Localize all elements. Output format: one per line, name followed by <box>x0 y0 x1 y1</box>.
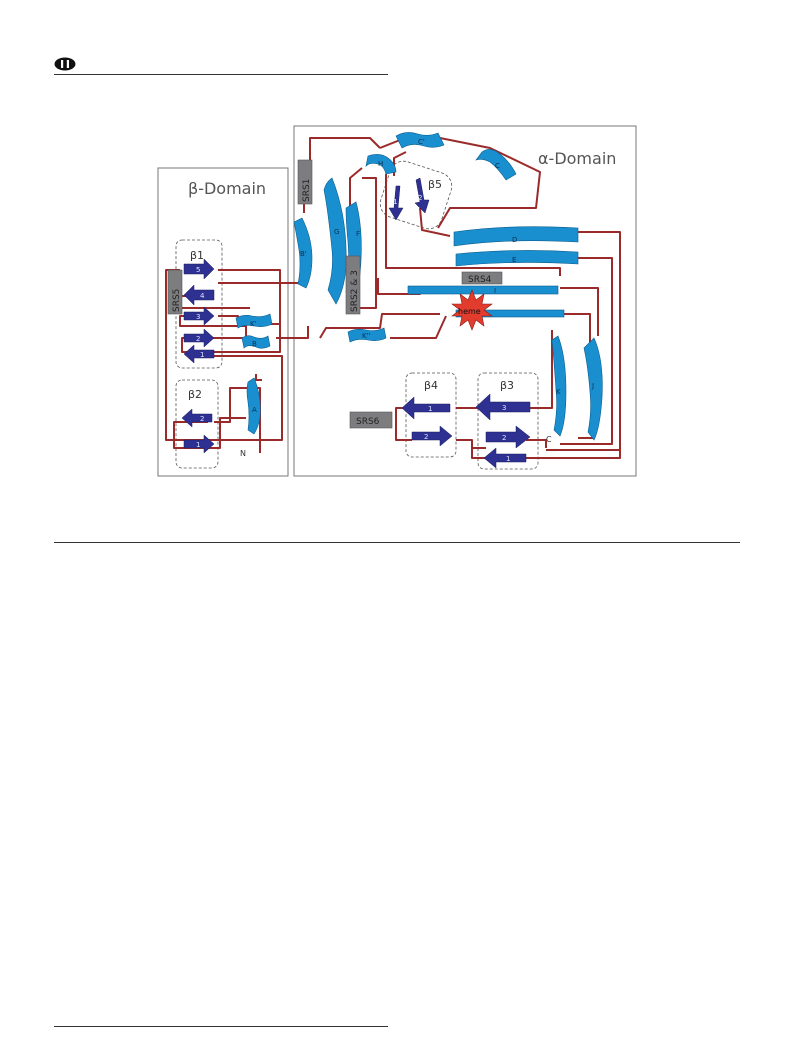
strand-b1-3 <box>183 306 215 326</box>
beta-domain-title: β-Domain <box>188 179 266 198</box>
helix-k-dprime <box>347 327 387 343</box>
strand-label-b4-2: 2 <box>424 433 428 441</box>
strand-b5-2 <box>414 177 430 214</box>
helix-label-a: A <box>252 406 257 414</box>
srs1-label: SRS1 <box>302 179 312 202</box>
helix-label-k: K <box>556 388 561 396</box>
srs6-box <box>349 411 393 429</box>
helix-label-c-prime: C' <box>418 138 425 146</box>
helix-label-g: G <box>334 228 339 236</box>
strand-label-b3-3: 3 <box>502 404 506 412</box>
beta2-group-label: β2 <box>188 388 202 401</box>
strand-label-b1-2: 2 <box>196 335 200 343</box>
strand-label-b1-1: 1 <box>200 351 204 359</box>
helix-label-k-dprime: K'' <box>362 332 371 340</box>
strand-label-b4-1: 1 <box>428 405 432 413</box>
helix-label-i: I <box>494 287 496 295</box>
beta1-group-label: β1 <box>190 249 204 262</box>
journal-logo-icon <box>54 57 76 71</box>
strand-b1-5 <box>183 258 215 280</box>
footer-rule <box>54 1026 388 1027</box>
strand-b2-1 <box>183 434 215 454</box>
helix-label-f: F <box>356 230 360 238</box>
strand-label-b5-1: 1 <box>393 198 397 206</box>
srs23-label: SRS2 & 3 <box>350 270 360 312</box>
srs4-label: SRS4 <box>468 275 492 285</box>
c-terminus-label: C <box>546 435 552 444</box>
beta1-group-box <box>175 239 223 369</box>
helix-label-c: C <box>495 162 500 170</box>
strand-b4-1 <box>401 396 451 420</box>
helix-label-k-prime: K' <box>250 320 257 328</box>
helix-h <box>365 154 397 175</box>
strand-b1-1 <box>183 344 215 364</box>
beta5-group-label: β5 <box>428 178 442 191</box>
strand-label-b1-3: 3 <box>196 313 200 321</box>
srs23-box <box>345 255 361 315</box>
helix-i <box>407 285 559 295</box>
strand-b1-2 <box>183 328 215 348</box>
strand-b3-1 <box>483 447 527 469</box>
strand-b1-4 <box>183 284 215 306</box>
heme-label: heme <box>458 307 481 316</box>
beta4-group-label: β4 <box>424 379 438 392</box>
alpha-domain-title: α-Domain <box>538 149 616 168</box>
strand-label-b1-4: 4 <box>200 292 205 300</box>
helix-k <box>551 335 567 437</box>
srs1-box <box>297 159 313 205</box>
n-terminus-label: N <box>240 449 246 458</box>
helix-label-j: J <box>591 382 594 390</box>
strand-b4-2 <box>411 425 453 447</box>
beta4-group-box <box>405 372 457 458</box>
beta2-group-box <box>175 379 219 469</box>
section-rule <box>54 542 740 543</box>
helix-e <box>455 250 579 267</box>
helix-d <box>453 226 579 247</box>
helix-label-b-prime: B' <box>300 250 307 258</box>
helix-label-d: D <box>512 236 517 244</box>
strand-label-b3-2: 2 <box>502 434 506 442</box>
helix-a <box>246 377 261 435</box>
heme-icon <box>451 289 493 331</box>
helix-label-e: E <box>512 256 516 264</box>
srs4-box <box>461 271 503 285</box>
header-rule <box>54 74 388 75</box>
helix-j <box>583 337 603 441</box>
cyp-topology-diagram: β-Domain α-Domain β1 β2 β5 β4 β3 <box>157 125 637 477</box>
strand-label-b1-5: 5 <box>196 266 200 274</box>
helix-label-h: H <box>378 160 383 168</box>
strand-label-b2-2: 2 <box>200 415 204 423</box>
strand-label-b2-1: 1 <box>196 441 200 449</box>
strand-b2-2 <box>181 408 213 428</box>
strand-b3-2 <box>485 425 531 449</box>
strand-b3-3 <box>475 393 531 421</box>
srs5-label: SRS5 <box>172 289 182 312</box>
helix-b-prime <box>293 217 313 289</box>
strand-label-b5-2: 2 <box>418 194 422 202</box>
strand-label-b3-1: 1 <box>506 455 510 463</box>
srs6-label: SRS6 <box>356 417 380 427</box>
helix-label-b: B <box>252 340 257 348</box>
helix-g <box>323 177 347 305</box>
helix-c-prime <box>395 132 445 149</box>
helix-c <box>475 149 517 181</box>
beta3-group-label: β3 <box>500 379 514 392</box>
helix-k-prime <box>235 313 273 329</box>
srs5-box <box>167 269 183 315</box>
strand-b5-1 <box>388 185 404 221</box>
helix-b <box>241 335 271 349</box>
